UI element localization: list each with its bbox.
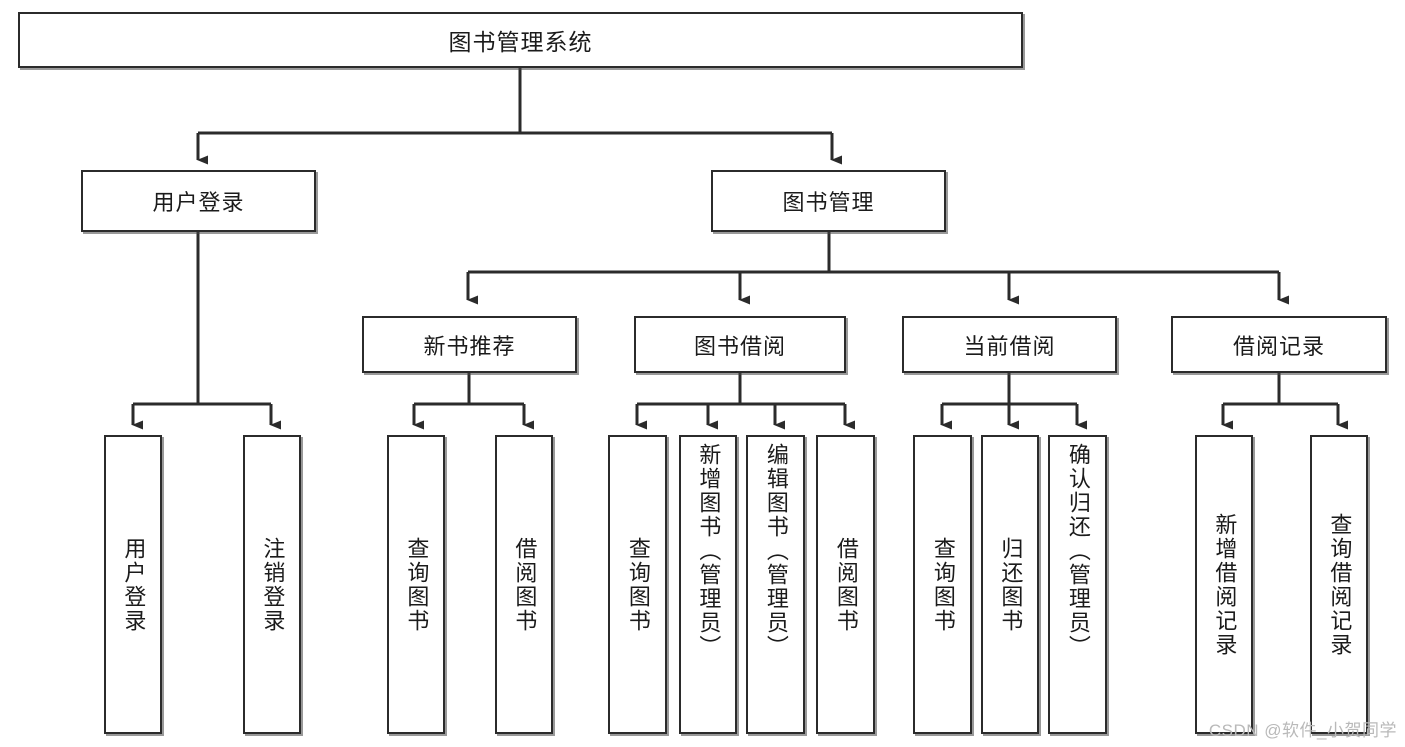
node-borrow-record[interactable]: 借阅记录 bbox=[1171, 316, 1387, 373]
leaf-add-book-admin[interactable]: 新增图书（管理员） bbox=[679, 435, 737, 734]
node-label: 确认归还（管理员） bbox=[1065, 443, 1091, 659]
leaf-confirm-return-admin[interactable]: 确认归还（管理员） bbox=[1048, 435, 1107, 734]
node-label: 归还图书 bbox=[998, 536, 1024, 633]
watermark: CSDN @软件_小贺同学 bbox=[1208, 721, 1397, 740]
node-label: 当前借阅 bbox=[963, 333, 1056, 359]
leaf-add-borrow-record[interactable]: 新增借阅记录 bbox=[1195, 435, 1253, 734]
node-label: 图书管理系统 bbox=[448, 29, 593, 55]
leaf-user-login[interactable]: 用户登录 bbox=[104, 435, 162, 734]
node-current-borrow[interactable]: 当前借阅 bbox=[902, 316, 1117, 373]
node-label: 借阅图书 bbox=[512, 536, 538, 633]
node-book-borrow[interactable]: 图书借阅 bbox=[634, 316, 846, 373]
node-label: 新增借阅记录 bbox=[1212, 512, 1238, 657]
node-label: 借阅记录 bbox=[1232, 333, 1325, 359]
node-new-book-recommend[interactable]: 新书推荐 bbox=[362, 316, 577, 373]
leaf-return-book[interactable]: 归还图书 bbox=[981, 435, 1039, 734]
leaf-query-book-borrow[interactable]: 查询图书 bbox=[608, 435, 667, 734]
node-label: 新增图书（管理员） bbox=[696, 443, 722, 659]
node-book-management[interactable]: 图书管理 bbox=[711, 170, 946, 232]
node-label: 查询图书 bbox=[404, 536, 430, 633]
leaf-borrow-book-recommend[interactable]: 借阅图书 bbox=[495, 435, 553, 734]
node-label: 借阅图书 bbox=[833, 536, 859, 633]
leaf-borrow-book[interactable]: 借阅图书 bbox=[816, 435, 875, 734]
node-label: 新书推荐 bbox=[423, 333, 516, 359]
node-label: 查询图书 bbox=[930, 536, 956, 633]
node-label: 图书借阅 bbox=[693, 333, 786, 359]
leaf-edit-book-admin[interactable]: 编辑图书（管理员） bbox=[746, 435, 805, 734]
leaf-query-borrow-record[interactable]: 查询借阅记录 bbox=[1310, 435, 1368, 734]
leaf-logout[interactable]: 注销登录 bbox=[243, 435, 301, 734]
node-label: 图书管理 bbox=[782, 190, 875, 215]
node-label: 用户登录 bbox=[152, 190, 245, 215]
node-label: 注销登录 bbox=[260, 536, 286, 633]
node-label: 查询借阅记录 bbox=[1327, 512, 1353, 657]
leaf-query-book-current[interactable]: 查询图书 bbox=[913, 435, 972, 734]
node-root-system[interactable]: 图书管理系统 bbox=[18, 12, 1023, 68]
node-label: 用户登录 bbox=[121, 536, 147, 633]
node-label: 查询图书 bbox=[625, 536, 651, 633]
node-label: 编辑图书（管理员） bbox=[763, 443, 789, 659]
node-user-login[interactable]: 用户登录 bbox=[81, 170, 316, 232]
leaf-query-book-recommend[interactable]: 查询图书 bbox=[387, 435, 445, 734]
